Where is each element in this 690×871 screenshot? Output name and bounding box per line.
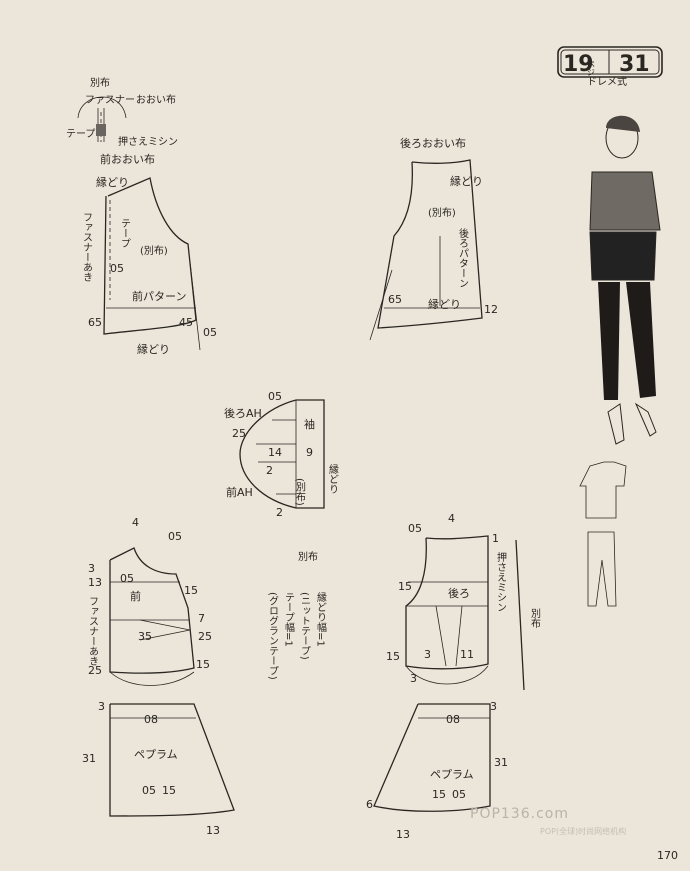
sleeve-n05: 05 (268, 390, 282, 403)
front-body-n7: 7 (198, 612, 205, 625)
note-1: (ニットテープ) (299, 592, 310, 660)
front-body-peplum: ペプラム (134, 748, 178, 761)
front-body-n25a: 25 (198, 630, 212, 643)
badge-right: 31 (619, 52, 650, 77)
back-cover-fuchidori-bottom: 縁どり (428, 297, 461, 311)
betsununo-small: 別布 (298, 551, 318, 563)
back-body-n15c: 15 (432, 788, 446, 801)
front-body-n4: 4 (132, 516, 139, 529)
front-body-n3: 3 (88, 562, 95, 575)
flat-sketch-pants (587, 531, 617, 607)
flat-sketch-top (579, 461, 627, 519)
badge-kana: ペジ (587, 60, 596, 76)
front-body-n08: 08 (144, 713, 158, 726)
front-body-n35: 35 (138, 630, 152, 643)
notes: 縁どり幅=1 (ニットテープ) テープ幅=1 (グログランテープ) (267, 591, 327, 680)
front-body-n15b: 15 (196, 658, 210, 671)
back-body-n11: 11 (460, 648, 474, 661)
note-0: 縁どり幅=1 (315, 591, 327, 647)
sleeve-sode: 袖 (304, 417, 315, 431)
back-body-n3: 3 (424, 648, 431, 661)
back-body-n4: 4 (448, 512, 455, 525)
sleeve-betsununo: (別布) (294, 478, 306, 506)
back-body-n3b: 3 (410, 672, 417, 685)
sleeve-pattern: 後ろAH 前AH 袖 (別布) 縁どり 05 25 14 9 2 2 (224, 390, 339, 519)
front-body-n05: 05 (168, 530, 182, 543)
sleeve-front-ah: 前AH (226, 485, 253, 499)
back-cover-fuchidori-top: 縁どり (450, 174, 483, 188)
back-body-n15b: 15 (386, 650, 400, 663)
back-body-n05: 05 (408, 522, 422, 535)
back-body-osae: 押さえミシン (495, 551, 507, 612)
back-body-pattern: 05 4 1 後ろ 15 押さえミシン 別布 15 3 11 3 3 08 31… (366, 512, 541, 841)
front-cover-fuchidori-top: 縁どり (96, 175, 129, 189)
back-cover-pattern: 後ろおおい布 縁どり (別布) 後ろパターン 65 縁どり 12 (369, 136, 498, 341)
front-body-n15c: 15 (162, 784, 176, 797)
front-cover-tape: テープ (119, 218, 130, 248)
back-body-n08: 08 (446, 713, 460, 726)
back-body-n31: 31 (494, 756, 508, 769)
back-body-n05c: 05 (452, 788, 466, 801)
front-cover-title: 前おおい布 (100, 152, 155, 166)
back-body-n6: 6 (366, 798, 373, 811)
back-cover-n65: 65 (388, 293, 402, 306)
front-body-pattern: 4 05 3 13 05 前 15 ファスナーあき 35 7 25 25 15 … (82, 516, 235, 837)
back-body-n1: 1 (492, 532, 499, 545)
front-cover-n45: 45 (179, 316, 193, 329)
front-cover-pattern: 前おおい布 縁どり ファスナーあき テープ (別布) 前パターン 05 65 4… (81, 152, 218, 356)
back-cover-pattern-label: 後ろパターン (457, 227, 469, 288)
sleeve-fuchidori: 縁どり (327, 463, 339, 494)
detail-fastener: ファスナー (85, 94, 135, 106)
front-body-n13: 13 (88, 576, 102, 589)
back-body-n13: 13 (396, 828, 410, 841)
front-body-n3b: 3 (98, 700, 105, 713)
sleeve-n14: 14 (268, 446, 282, 459)
watermark: POP136.com (470, 806, 569, 822)
front-cover-n05a: 05 (110, 262, 124, 275)
front-body-n31: 31 (82, 752, 96, 765)
sleeve-n2b: 2 (276, 506, 283, 519)
back-body-ushiro: 後ろ (448, 586, 470, 600)
detail-osae: 押さえミシン (118, 135, 178, 148)
sleeve-n2a: 2 (266, 464, 273, 477)
back-body-peplum: ペプラム (430, 768, 474, 781)
front-body-n05c: 05 (142, 784, 156, 797)
sleeve-back-ah: 後ろAH (224, 406, 262, 420)
front-body-n05b: 05 (120, 572, 134, 585)
front-cover-fastener-aki: ファスナーあき (81, 212, 92, 282)
front-body-n13: 13 (206, 824, 220, 837)
front-cover-pattern-label: 前パターン (132, 289, 186, 303)
back-cover-n12: 12 (484, 303, 498, 316)
front-cover-fuchidori-bottom: 縁どり (137, 342, 170, 356)
back-cover-betsununo: (別布) (428, 207, 456, 219)
front-body-fastener-aki: ファスナーあき (87, 596, 98, 666)
back-cover-title: 後ろおおい布 (400, 136, 466, 150)
detail-ooinuno: おおい布 (136, 94, 176, 106)
note-2: テープ幅=1 (283, 592, 295, 647)
page-number: 170 (657, 849, 678, 862)
front-body-n15: 15 (184, 584, 198, 597)
front-body-n25b: 25 (88, 664, 102, 677)
sleeve-n9: 9 (306, 446, 313, 459)
badge-left: 19 (563, 52, 594, 77)
back-body-n3c: 3 (490, 700, 497, 713)
back-body-betsununo: 別布 (529, 608, 541, 629)
badge-subtitle: ドレメ式 (587, 75, 627, 86)
detail-betsununo: 別布 (90, 77, 110, 89)
watermark-sub: POP(全球)时尚网络机构 (540, 827, 627, 836)
model-illustration (589, 115, 661, 445)
front-cover-n65: 65 (88, 316, 102, 329)
detail-tape: テープ (66, 128, 95, 140)
sleeve-n25: 25 (232, 427, 246, 440)
front-cover-betsununo: (別布) (140, 245, 168, 257)
fastener-detail: 別布 ファスナー おおい布 テープ 押さえミシン (66, 77, 178, 148)
note-3: (グログランテープ) (267, 592, 279, 680)
front-body-mae: 前 (130, 589, 141, 603)
front-cover-n05b: 05 (203, 326, 217, 339)
back-body-n15: 15 (398, 580, 412, 593)
page-badge: 19 ペジ 31 ドレメ式 (557, 46, 663, 88)
